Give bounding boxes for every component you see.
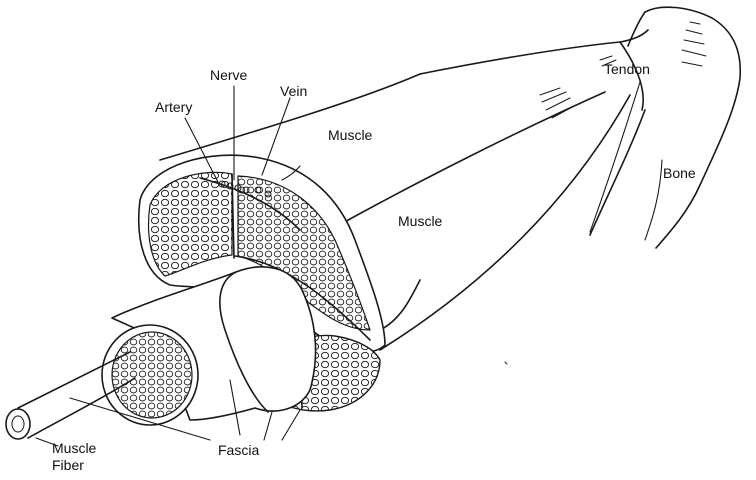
- inner-cross-section: [101, 324, 199, 426]
- tendon: [419, 29, 649, 119]
- muscle-body: [159, 73, 646, 365]
- label-vein: Vein: [280, 83, 307, 99]
- label-muscle-fiber-line1: Muscle: [52, 440, 97, 456]
- label-muscle-lower: Muscle: [398, 213, 443, 229]
- fascia-sleeve: [111, 266, 317, 421]
- label-artery: Artery: [155, 99, 192, 115]
- label-nerve: Nerve: [210, 67, 248, 83]
- label-bone: Bone: [663, 165, 696, 181]
- label-muscle-fiber-line2: Fiber: [52, 457, 84, 473]
- label-muscle-upper: Muscle: [328, 127, 373, 143]
- leader-lines: [35, 81, 663, 447]
- upper-cross-section: [137, 154, 386, 353]
- label-fascia: Fascia: [218, 442, 259, 458]
- bone: [627, 6, 742, 249]
- label-tendon: Tendon: [604, 61, 650, 77]
- muscle-fiber: [5, 351, 136, 440]
